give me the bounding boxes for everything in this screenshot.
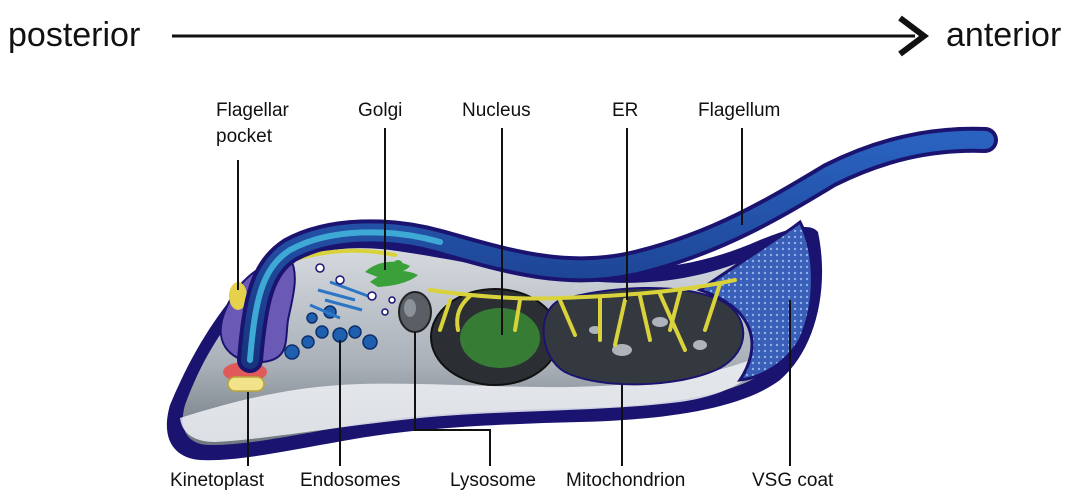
vsg-coat-label: VSG coat bbox=[752, 470, 834, 491]
kinetoplast-label: Kinetoplast bbox=[170, 470, 265, 491]
lysosome-label: Lysosome bbox=[450, 470, 536, 491]
flagellar-pocket-label-line1: Flagellar bbox=[216, 100, 290, 121]
er-label: ER bbox=[612, 100, 638, 121]
kinetoplast-shape bbox=[228, 377, 264, 391]
golgi-label: Golgi bbox=[358, 100, 402, 121]
mitochondrion-label: Mitochondrion bbox=[566, 470, 685, 491]
anterior-label: anterior bbox=[946, 16, 1061, 54]
nucleolus-shape bbox=[460, 308, 540, 368]
flagellar-pocket-label-line2: pocket bbox=[216, 126, 273, 147]
flagellum-label: Flagellum bbox=[698, 100, 780, 121]
nucleus-label: Nucleus bbox=[462, 100, 531, 121]
posterior-label: posterior bbox=[8, 16, 140, 54]
endosomes-label: Endosomes bbox=[300, 470, 400, 491]
